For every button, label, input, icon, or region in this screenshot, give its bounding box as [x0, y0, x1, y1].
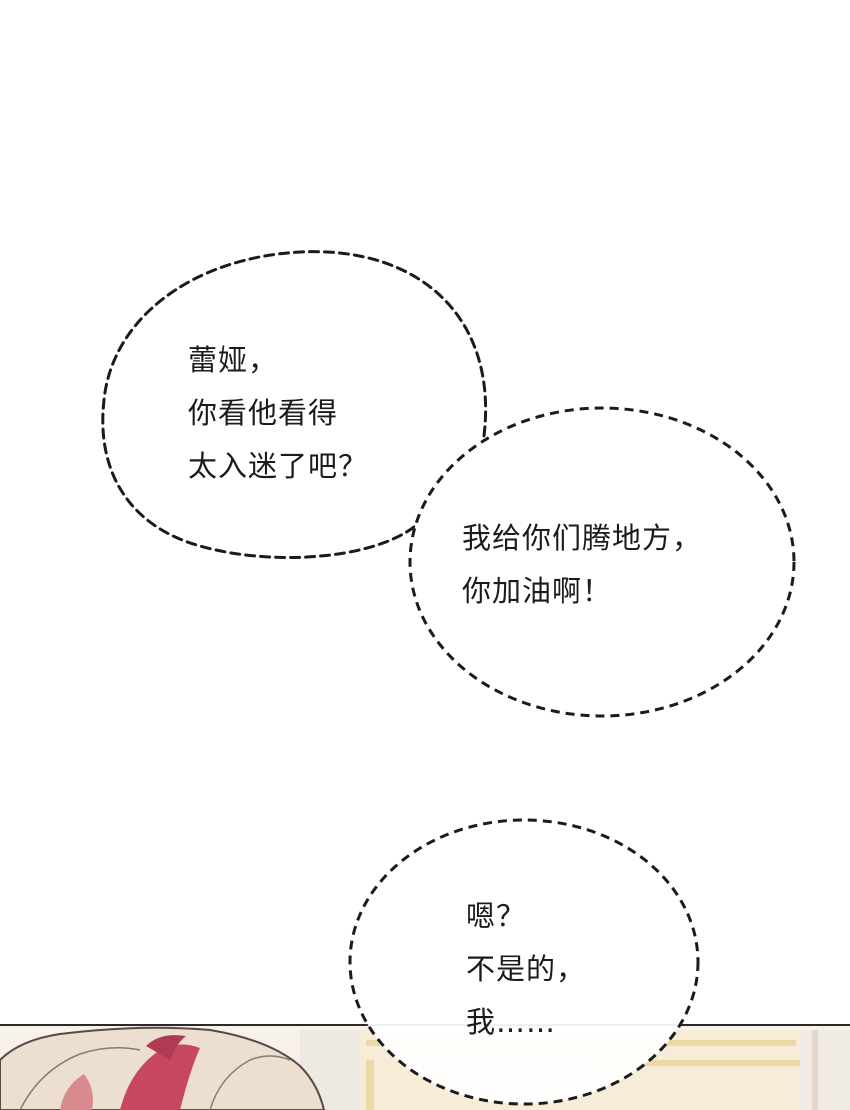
speech-bubble-2: [408, 406, 796, 718]
bubble-outline: [408, 406, 796, 718]
bubble-2-text: 我给你们腾地方， 你加油啊！: [462, 512, 702, 618]
bubble-outline: [348, 818, 700, 1106]
bubble-3-line: 不是的，: [466, 951, 587, 986]
hair-red-streak: [60, 1074, 93, 1110]
bubble-1-line: 你看他看得: [188, 395, 339, 430]
wall-column-edge: [812, 1030, 818, 1110]
bubble-3-line: 嗯？: [466, 899, 527, 933]
wall-molding: [600, 1060, 800, 1066]
hair-strand: [19, 1047, 141, 1110]
wall-column: [800, 1030, 850, 1110]
speech-bubble-3: [348, 818, 700, 1106]
bubble-2-line: 你加油啊！: [462, 573, 613, 608]
hair-red-streak: [146, 1035, 186, 1060]
bubble-1-line: 蕾娅，: [188, 343, 279, 377]
bubble-outline: [101, 250, 487, 559]
wall-molding: [366, 1060, 374, 1110]
hair-red-streak: [120, 1044, 200, 1110]
bubble-1-line: 太入迷了吧？: [188, 448, 369, 483]
bubble-1-text: 蕾娅， 你看他看得 太入迷了吧？: [188, 334, 368, 492]
bubble-2-line: 我给你们腾地方，: [462, 521, 703, 555]
bubble-3-text: 嗯？ 不是的， 我……: [466, 890, 586, 1048]
speech-bubble-1: [101, 250, 487, 559]
bubble-3-line: 我……: [466, 1004, 557, 1039]
hair-strand: [209, 1055, 291, 1110]
